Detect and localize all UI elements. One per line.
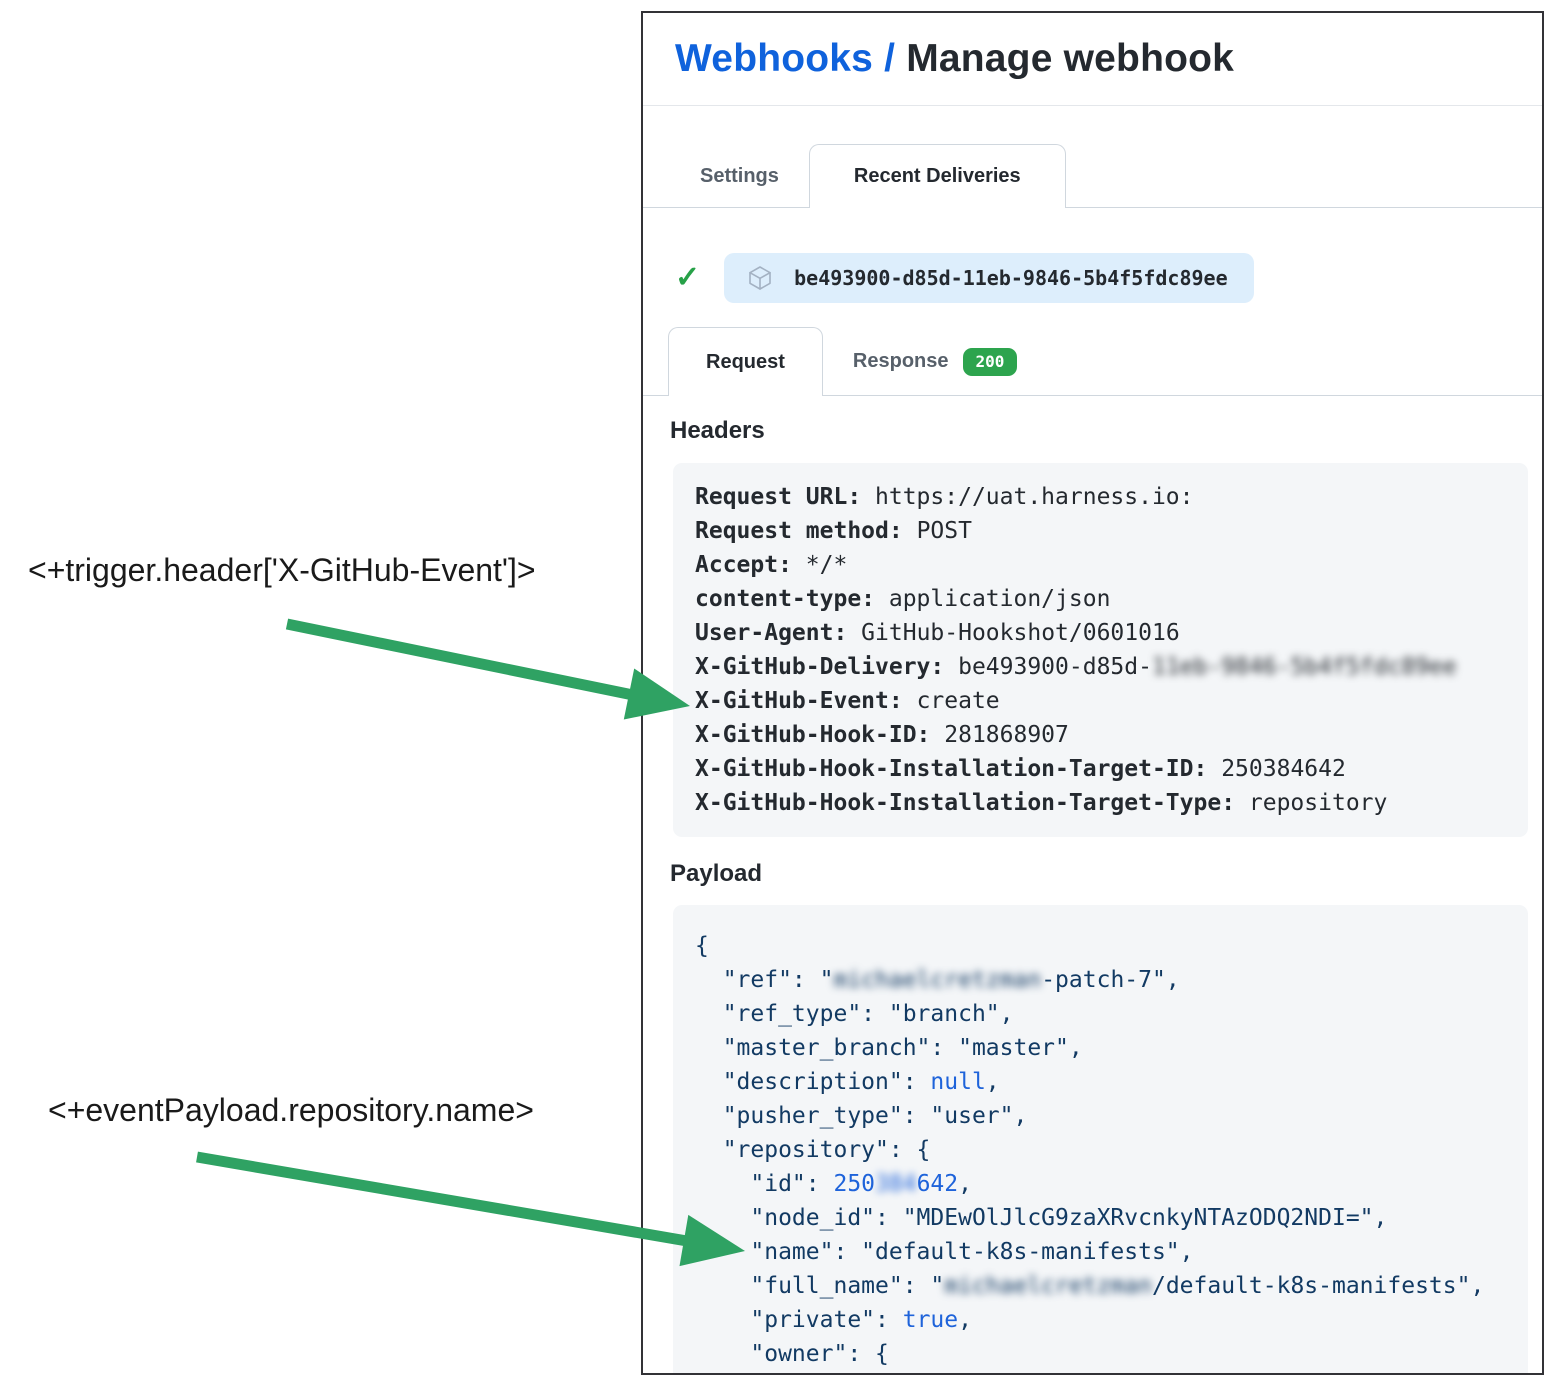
- annotation-trigger-header-expression: <+trigger.header['X-GitHub-Event']>: [28, 552, 536, 588]
- package-cube-icon: [749, 266, 771, 290]
- arrow-to-x-github-event-icon: [285, 618, 690, 720]
- delivery-row: ✓ be493900-d85d-11eb-9846-5b4f5fdc89ee: [675, 253, 1254, 303]
- main-tab-divider: [643, 207, 1542, 208]
- page-title: Webhooks / Manage webhook: [675, 37, 1234, 81]
- response-status-badge: 200: [962, 347, 1018, 376]
- main-tab-bar: Settings Recent Deliveries: [643, 144, 1542, 208]
- annotation-event-payload-expression: <+eventPayload.repository.name>: [48, 1092, 534, 1128]
- manage-webhook-panel: Webhooks / Manage webhook Settings Recen…: [641, 11, 1544, 1375]
- tab-request[interactable]: Request: [668, 327, 823, 396]
- headers-heading: Headers: [670, 417, 765, 444]
- request-response-tab-bar: Request Response 200: [643, 327, 1542, 396]
- title-divider: [643, 105, 1542, 106]
- tab-response[interactable]: Response 200: [823, 327, 1048, 396]
- tab-recent-deliveries[interactable]: Recent Deliveries: [808, 144, 1066, 208]
- tab-settings[interactable]: Settings: [700, 164, 779, 187]
- headers-box: Request URL: https://uat.harness.io:Requ…: [673, 463, 1528, 837]
- payload-box: { "ref": "michaelcretzman-patch-7", "ref…: [673, 905, 1528, 1373]
- tab-response-label: Response: [852, 350, 949, 372]
- request-response-tab-divider: [643, 395, 1542, 396]
- webhooks-breadcrumb-link[interactable]: Webhooks /: [675, 37, 907, 80]
- delivery-success-check-icon: ✓: [675, 261, 701, 294]
- page-title-current: Manage webhook: [906, 37, 1235, 80]
- delivery-guid: be493900-d85d-11eb-9846-5b4f5fdc89ee: [794, 266, 1228, 290]
- payload-heading: Payload: [670, 860, 763, 887]
- delivery-guid-button[interactable]: be493900-d85d-11eb-9846-5b4f5fdc89ee: [724, 253, 1254, 303]
